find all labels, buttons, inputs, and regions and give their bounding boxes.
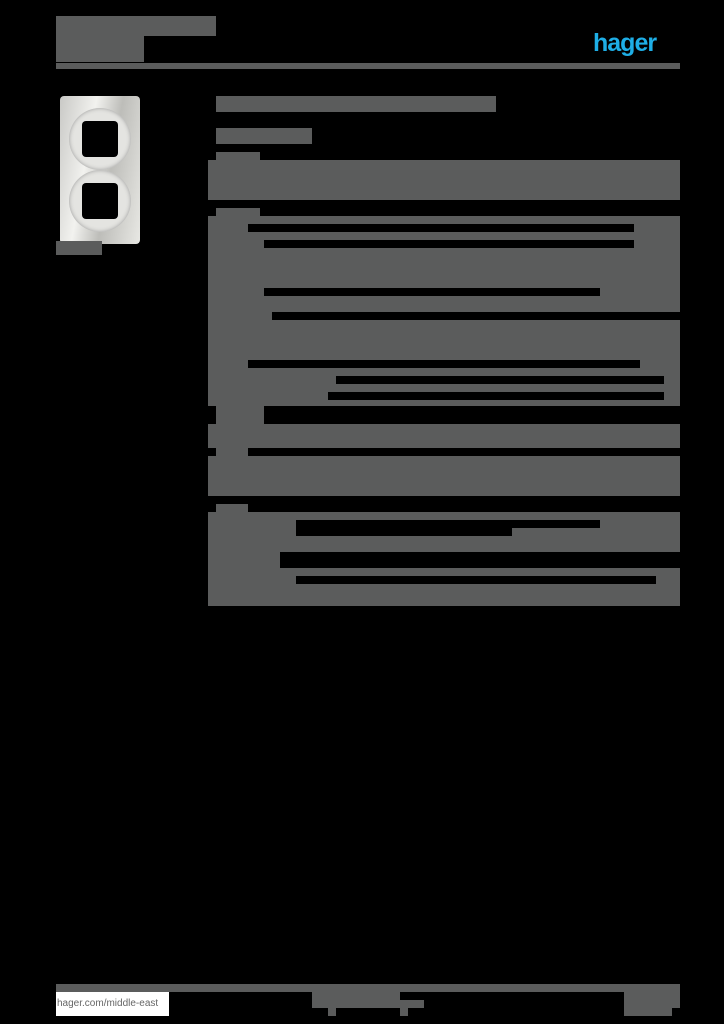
socket-opening-icon (69, 108, 131, 170)
header-rule (56, 63, 680, 69)
section-title (216, 448, 248, 458)
row-divider (264, 288, 600, 296)
row-divider (328, 392, 664, 400)
row-divider (296, 520, 600, 528)
row-divider (248, 224, 634, 232)
footer-rule (56, 984, 680, 992)
row-divider (296, 528, 512, 536)
section-title (216, 208, 260, 218)
row-divider (264, 240, 634, 248)
section-body (208, 456, 680, 496)
document-title (56, 16, 216, 36)
section-body (208, 160, 680, 200)
footer-center-text-2 (312, 1000, 424, 1008)
product-caption (56, 241, 102, 255)
hager-logo: hager (593, 29, 657, 57)
footer-mark (328, 1008, 336, 1016)
website-link[interactable]: hager.com/middle-east (56, 992, 169, 1016)
product-image (60, 96, 140, 244)
footer-mark (400, 1008, 408, 1016)
section-title (216, 504, 248, 514)
section-title (216, 152, 260, 162)
page-number (624, 984, 680, 1008)
row-divider (248, 360, 640, 368)
document-subtitle (56, 36, 144, 62)
row-divider (296, 576, 656, 584)
product-reference (216, 128, 312, 144)
socket-opening-icon (69, 170, 131, 232)
section-title (216, 406, 264, 424)
section-body (208, 424, 680, 448)
page-number-2 (624, 1008, 672, 1016)
row-divider (280, 552, 680, 568)
row-divider (272, 312, 680, 320)
row-divider (336, 376, 664, 384)
product-heading (216, 96, 496, 112)
